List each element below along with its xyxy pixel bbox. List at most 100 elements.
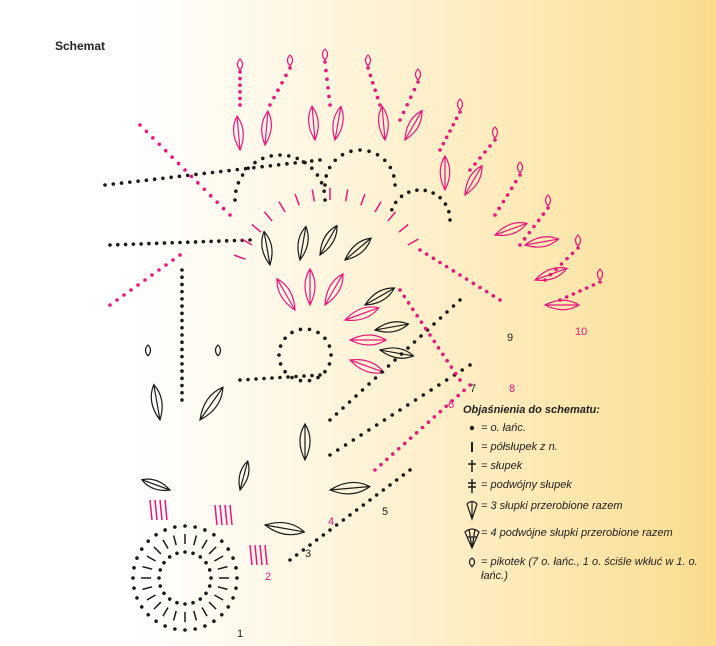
chain-dot [393,200,398,205]
picot-icon [463,555,481,569]
chain-dot [278,344,283,348]
stitch-mark [146,594,156,601]
chain-dot [135,556,139,560]
chain-dot [443,202,448,206]
chain-dot [406,301,411,305]
chain-dot [328,103,332,107]
chain-dot [578,289,582,293]
chain-dot [262,376,266,381]
chain-dot [361,503,366,507]
chain-dot [591,283,596,287]
chain-dot [368,498,372,502]
chain-dot [180,383,184,388]
row-label-2: 2 [265,571,272,583]
chain-dot [268,103,272,107]
legend-text: = 4 podwójne słupki przerobione razem [481,527,673,539]
chain-dot [382,418,387,422]
stitch-mark [241,238,253,246]
picot [214,344,222,357]
chain-dot [418,248,422,252]
chain-dot [406,190,411,194]
stitch-mark [387,211,397,222]
chain-dot [402,441,407,446]
chain-dot [409,95,413,99]
chain-dot [191,600,195,605]
cluster-leaf [523,236,560,248]
chain-dot [536,218,541,223]
legend-text: = podwójny słupek [481,479,572,491]
chain-dot [419,320,424,324]
stitch-mark [219,504,223,526]
row-label-9: 9 [507,332,514,344]
chain-dot [201,239,206,244]
chain-dot [408,436,413,440]
chain-dot [173,525,177,529]
chain-dot [322,189,326,194]
chain-dot [162,591,166,596]
chain-dot [414,431,419,435]
chain-dot [183,524,187,528]
chain-dot [419,334,423,338]
chain-dot [359,433,363,437]
cluster-leaf [263,521,306,536]
cluster-leaf [439,154,451,192]
cluster-leaf [404,109,423,142]
stitch-mark [208,546,217,555]
chain-dot [177,174,182,179]
chain-dot [358,148,362,152]
stitch-mark [294,193,300,206]
chain-dot [498,298,502,302]
stitch-mark [217,565,228,570]
chain-dot [325,77,329,81]
chain-dot [378,103,382,107]
stitch-mark [214,504,218,526]
chain-dot [354,508,359,512]
chain-dot [167,555,172,559]
chain-dot [146,612,151,617]
stitch-mark [193,610,198,621]
chain-dot [324,174,328,178]
legend-text: = o. łańc. [481,422,526,434]
chain-dot [238,70,242,74]
chain-dot [449,365,454,369]
chain-dot [180,325,184,330]
chain-dot [111,182,116,186]
chain-dot [402,294,407,299]
cluster-leaf [297,225,309,262]
chain-dot [238,378,242,382]
chain-dot [276,88,280,92]
chain-dot [253,160,257,165]
chain-dot [122,293,126,297]
chain-dot [412,87,417,92]
chain-dot [180,275,184,280]
chain-dot [115,298,119,302]
chain-dot [564,295,569,299]
stitch-mark [311,189,316,202]
chain-dot [368,73,373,78]
chain-dot [161,176,165,181]
legend-title: Objaśnienia do schematu: [463,404,600,416]
legend-item-picot: = pikotek (7 o. łańc., 1 o. ściśle wkłuć… [463,555,703,583]
chain-dot [347,400,352,404]
chain-dot [401,110,406,115]
chain-dot [571,292,576,296]
chain-dot [185,240,190,245]
chain-dot [144,178,149,182]
chain-dot [217,239,221,243]
chain-dot [146,539,151,544]
chain-dot [152,177,157,182]
chain-dot [398,288,402,292]
chain-dot [151,136,155,140]
chain-dot [559,262,564,266]
chain-dot [157,576,161,580]
chain-dot [323,336,327,341]
chain-dot [309,159,314,163]
chain-dot [483,150,487,154]
chain-dot [565,256,569,261]
chain-dot [103,183,107,187]
chain-dot [136,179,140,183]
chain-dot [298,378,303,383]
chain-dot [327,362,332,366]
chain-dot [598,280,602,284]
cluster-leaf [328,481,371,495]
